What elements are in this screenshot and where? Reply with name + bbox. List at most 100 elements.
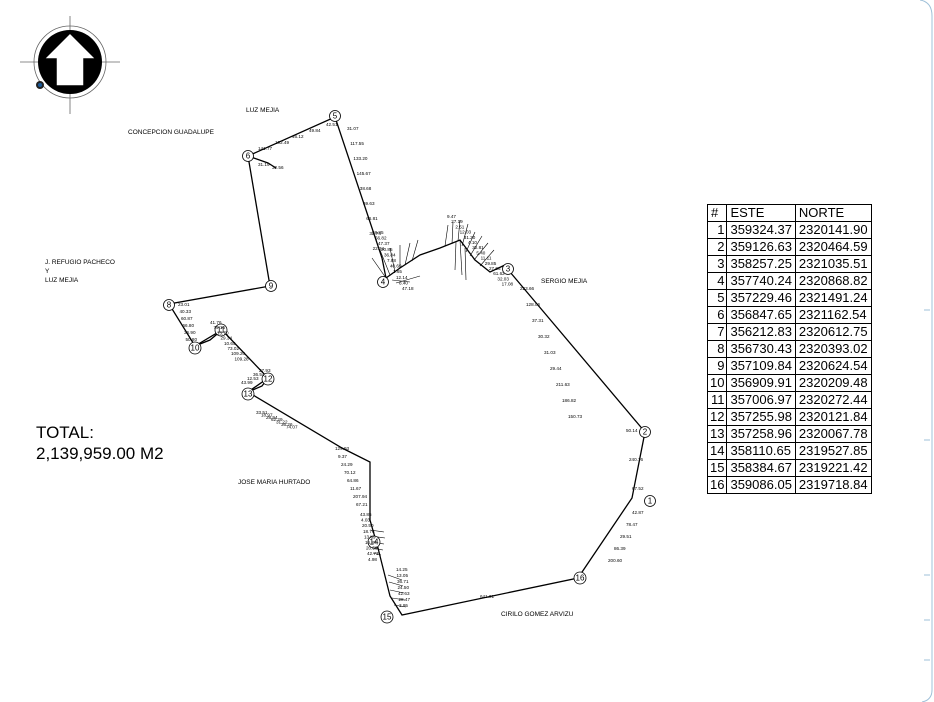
segment-length-label: 29.44 <box>550 366 562 371</box>
col-header-este: ESTE <box>726 204 796 222</box>
row-este: 357255.98 <box>726 408 796 426</box>
row-number: 12 <box>706 408 728 426</box>
segment-length-label: 36.71 <box>397 579 409 584</box>
row-este: 356212.83 <box>726 323 796 341</box>
segment-length-label: 36.54 <box>253 372 265 377</box>
svg-text:6: 6 <box>246 152 251 161</box>
segment-length-label: 49.84 <box>309 128 321 133</box>
row-number: 10 <box>706 374 728 392</box>
segment-length-label: 37.31 <box>532 318 544 323</box>
vertex-1: 1 <box>644 495 656 507</box>
row-norte: 2320272.44 <box>794 391 872 409</box>
segment-length-label: 47.37 <box>378 241 390 246</box>
row-norte: 2320393.02 <box>794 340 872 358</box>
row-este: 357229.46 <box>726 289 796 307</box>
segment-length-label: 31.20 <box>464 235 476 240</box>
row-number: 14 <box>706 442 728 460</box>
owner-west-line3: LUZ MEJIA <box>45 277 79 284</box>
owner-northwest: CONCEPCION GUADALUPE <box>128 129 215 136</box>
row-norte: 2321035.51 <box>794 255 872 273</box>
segment-length-label: 67.21 <box>356 502 368 507</box>
segment-length-label: 11.11 <box>481 256 492 261</box>
segment-length-label: 109.20 <box>231 351 245 356</box>
vertex-15: 15 <box>380 610 394 624</box>
row-norte: 2320141.90 <box>794 221 872 239</box>
owner-north: LUZ MEJIA <box>246 107 280 114</box>
row-este: 356730.43 <box>726 340 796 358</box>
vertex-3: 3 <box>502 263 514 275</box>
vertex-11: 11 <box>214 323 228 337</box>
segment-length-label: 41.76 <box>210 320 222 325</box>
row-este: 358257.25 <box>726 255 796 273</box>
segment-length-label: 62.29 <box>271 417 283 422</box>
segment-length-label: 43.99 <box>241 380 253 385</box>
col-header-number: # <box>706 204 728 222</box>
cluster-15-ticks <box>387 574 407 608</box>
segment-length-label: 2.51 <box>455 224 464 229</box>
owner-east: SERGIO MEJIA <box>541 278 588 285</box>
segment-length-label: 117.55 <box>350 141 364 146</box>
segment-length-label: 8.40 <box>399 280 408 285</box>
segment-length-label: 56.82 <box>375 236 387 241</box>
svg-text:16: 16 <box>576 574 585 583</box>
segment-length-label: 42.73 <box>367 551 379 556</box>
vertex-16: 16 <box>573 571 587 585</box>
svg-text:10: 10 <box>191 344 200 353</box>
segment-length-label: 30.32 <box>538 334 550 339</box>
segment-length-label: 73.02 <box>228 346 240 351</box>
row-norte: 2320868.82 <box>794 272 872 290</box>
segment-length-label: 38.68 <box>360 186 372 191</box>
segment-length-label: 20.50 <box>362 523 374 528</box>
segment-length-label: 31.07 <box>347 126 359 131</box>
segment-length-label: 64.86 <box>347 478 359 483</box>
segment-length-label: 18.97 <box>261 412 273 417</box>
svg-text:2: 2 <box>643 428 648 437</box>
parcel-boundary <box>167 116 646 616</box>
vertex-8: 8 <box>163 299 175 311</box>
row-number: 1 <box>706 221 728 239</box>
segment-length-label: 27.93 <box>259 368 271 373</box>
svg-text:1: 1 <box>648 497 653 506</box>
row-este: 358110.65 <box>726 442 796 460</box>
sheet-border <box>920 0 933 702</box>
segment-length-label: 40.69 <box>390 264 402 269</box>
segment-length-label: 23.01 <box>178 302 190 307</box>
segment-length-label: 27.66 <box>489 266 501 271</box>
segment-length-label: 150.73 <box>568 414 582 419</box>
segment-length-label: 29.85 <box>485 261 497 266</box>
segment-length-label: 102.49 <box>275 140 289 145</box>
segment-length-label: 69.63 <box>363 201 375 206</box>
segment-length-label: 32.56 <box>272 165 284 170</box>
segment-length-label: 13.05 <box>397 573 409 578</box>
segment-length-label: 29.51 <box>620 534 632 539</box>
vertex-10: 10 <box>188 341 202 355</box>
segment-length-label: 32.74 <box>369 231 381 236</box>
row-norte: 2320121.84 <box>794 408 872 426</box>
row-este: 359086.05 <box>726 476 796 494</box>
svg-text:15: 15 <box>383 613 392 622</box>
segment-length-label: 86.39 <box>614 546 626 551</box>
segment-length-label: 200.60 <box>608 558 622 563</box>
segment-length-label: 31.19 <box>258 162 270 167</box>
segment-length-label: 42.51 <box>326 122 338 127</box>
segment-length-label: 78.47 <box>626 522 638 527</box>
segment-length-label: 42.63 <box>398 591 410 596</box>
segment-length-label: 60.87 <box>181 316 193 321</box>
segment-length-label: 3.95 <box>399 603 408 608</box>
row-este: 359324.37 <box>726 221 796 239</box>
segment-length-label: 109.28 <box>235 356 249 361</box>
segment-length-label: 1.65 <box>393 269 402 274</box>
row-este: 358384.67 <box>726 459 796 477</box>
segment-length-label: 36.90 <box>184 330 196 335</box>
total-area: TOTAL: 2,139,959.00 M2 <box>36 422 164 464</box>
row-este: 356909.91 <box>726 374 796 392</box>
segment-length-label: 18.76 <box>363 529 375 534</box>
